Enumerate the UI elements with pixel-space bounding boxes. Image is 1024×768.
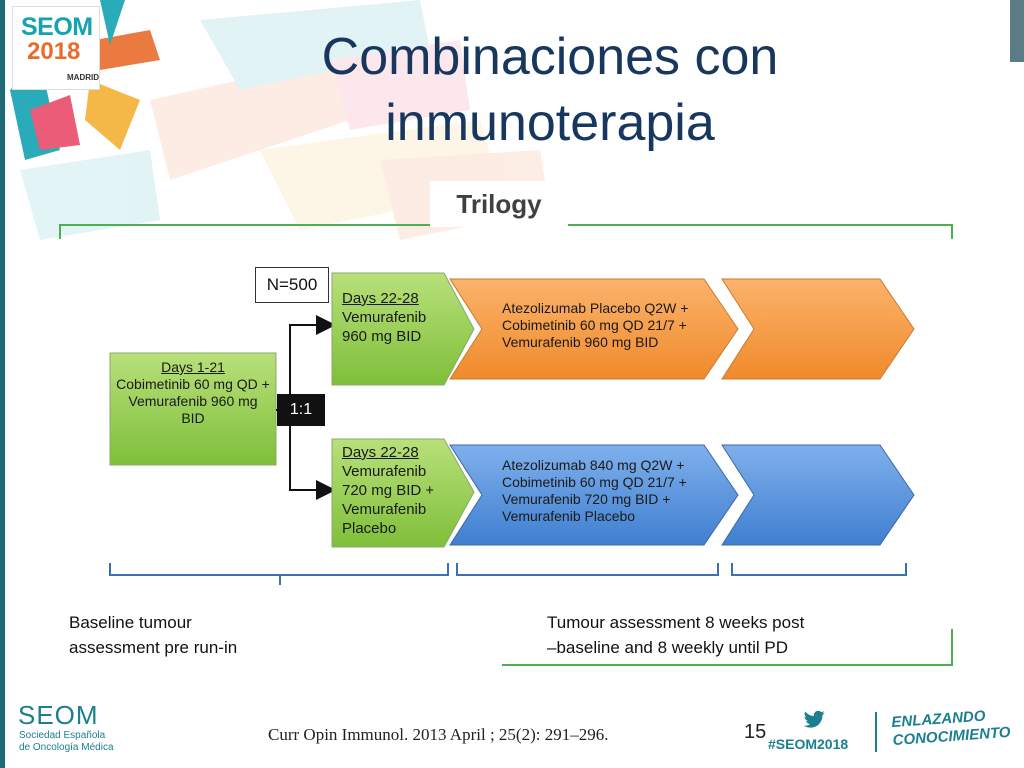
footer-org-line: Sociedad Española bbox=[19, 730, 106, 741]
arm-a-treatment-chevron bbox=[449, 278, 739, 380]
randomization-box: 1:1 bbox=[277, 394, 325, 426]
bracket-assessment-1 bbox=[456, 563, 719, 576]
study-name: Trilogy bbox=[430, 181, 568, 227]
arm-b-runin-arrow bbox=[331, 438, 475, 548]
tagline: ENLAZANDO CONOCIMIENTO bbox=[891, 706, 1011, 750]
run-in-box bbox=[109, 352, 277, 466]
assessment-line: –baseline and 8 weekly until PD bbox=[547, 638, 788, 657]
arm-a-runin-period: Days 22-28 bbox=[342, 290, 419, 307]
arm-b-continuation-chevron bbox=[721, 444, 915, 546]
logo-year: 2018 bbox=[27, 38, 81, 65]
arm-b-treatment-line: Vemurafenib Placebo bbox=[502, 508, 636, 524]
arm-b-runin-line: Placebo bbox=[342, 520, 397, 537]
run-in-line: Vemurafenib 960 mg bbox=[128, 393, 258, 409]
right-accent-bar bbox=[1010, 0, 1024, 62]
arm-b-runin-line: 720 mg BID + bbox=[342, 482, 435, 499]
citation: Curr Opin Immunol. 2013 April ; 25(2): 2… bbox=[268, 725, 609, 744]
baseline-label: Baseline tumour assessment pre run-in bbox=[69, 610, 237, 660]
arm-a-runin-line: 960 mg BID bbox=[342, 328, 422, 345]
arm-a-treatment-text: Atezolizumab Placebo Q2W + Cobimetinib 6… bbox=[502, 300, 688, 351]
run-in-line: BID bbox=[181, 410, 205, 426]
assessment-line: Tumour assessment 8 weeks post bbox=[547, 613, 805, 632]
frame-top bbox=[59, 224, 953, 239]
arm-a-treatment-line: Cobimetinib 60 mg QD 21/7 + bbox=[502, 317, 687, 333]
twitter-bird-icon bbox=[804, 711, 825, 728]
arm-a-continuation-chevron bbox=[721, 278, 915, 380]
arm-a-runin-line: Vemurafenib bbox=[342, 309, 427, 326]
sample-size-box: N=500 bbox=[255, 267, 329, 303]
arm-b-runin-line: Vemurafenib bbox=[342, 463, 427, 480]
arm-a-runin-text: Days 22-28 Vemurafenib 960 mg BID bbox=[342, 289, 426, 346]
decorative-shards bbox=[10, 0, 550, 240]
left-accent-strip bbox=[0, 0, 5, 768]
arm-b-runin-text: Days 22-28 Vemurafenib 720 mg BID + Vemu… bbox=[342, 443, 434, 538]
run-in-period: Days 1-21 bbox=[161, 359, 225, 375]
page-number: 15 bbox=[744, 721, 767, 743]
arm-a-treatment-line: Atezolizumab Placebo Q2W + bbox=[502, 300, 689, 316]
seom-2018-logo: SEOM 2018 MADRID bbox=[12, 6, 100, 90]
logo-city: MADRID bbox=[67, 73, 99, 82]
arrow-arm-b bbox=[289, 426, 336, 500]
bracket-assessment-2 bbox=[731, 563, 907, 576]
arm-b-treatment-line: Cobimetinib 60 mg QD 21/7 + bbox=[502, 474, 687, 490]
slide-title: Combinaciones con inmunoterapia bbox=[321, 28, 779, 152]
baseline-line: Baseline tumour bbox=[69, 613, 192, 632]
arm-b-runin-line: Vemurafenib bbox=[342, 501, 427, 518]
hashtag: #SEOM2018 bbox=[768, 736, 849, 752]
arm-a-runin-arrow bbox=[331, 272, 475, 386]
arm-b-runin-period: Days 22-28 bbox=[342, 444, 419, 461]
arm-b-treatment-chevron bbox=[449, 444, 739, 546]
arm-b-treatment-text: Atezolizumab 840 mg Q2W + Cobimetinib 60… bbox=[502, 457, 687, 525]
study-design-diagram: N=500 1:1 Days 1-21 Cobimetinib 60 mg QD… bbox=[32, 207, 962, 673]
footer-org-fullname: Sociedad Española de Oncología Médica bbox=[19, 730, 114, 754]
arm-b-treatment-line: Vemurafenib 720 mg BID + bbox=[502, 491, 671, 507]
arm-b-treatment-line: Atezolizumab 840 mg Q2W + bbox=[502, 457, 685, 473]
baseline-line: assessment pre run-in bbox=[69, 638, 238, 657]
arrow-arm-a bbox=[289, 315, 336, 394]
frame-bottom bbox=[502, 629, 953, 666]
assessment-label: Tumour assessment 8 weeks post –baseline… bbox=[547, 610, 804, 660]
footer-org-line: de Oncología Médica bbox=[19, 742, 114, 753]
diagram-shapes bbox=[59, 224, 953, 666]
run-in-text: Days 1-21 Cobimetinib 60 mg QD + Vemuraf… bbox=[110, 359, 276, 427]
arm-a-treatment-line: Vemurafenib 960 mg BID bbox=[502, 334, 659, 350]
logo-name: SEOM bbox=[21, 13, 93, 41]
bracket-baseline bbox=[109, 563, 449, 585]
run-in-line: Cobimetinib 60 mg QD + bbox=[116, 376, 270, 392]
footer-org-logo: SEOM bbox=[18, 700, 99, 730]
footer-divider bbox=[875, 712, 877, 752]
